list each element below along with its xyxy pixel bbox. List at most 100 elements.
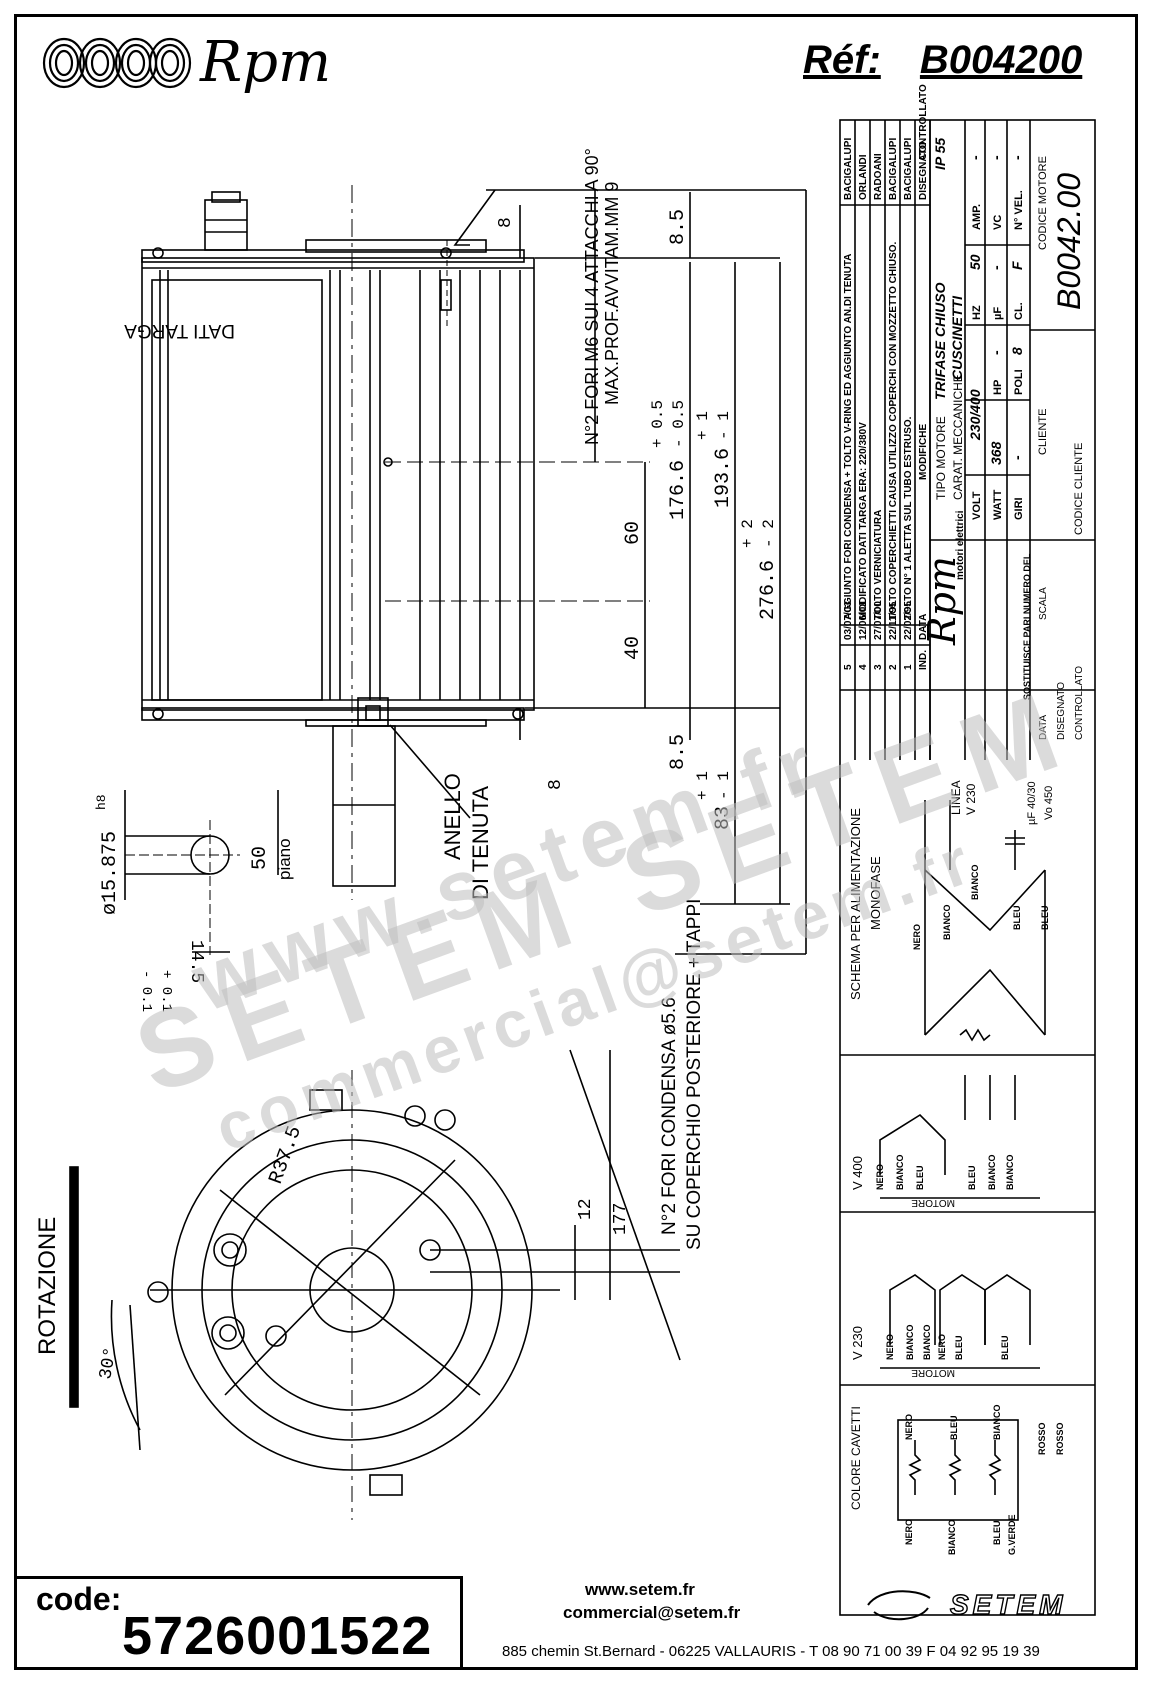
drawing-frame bbox=[14, 14, 1138, 1670]
cav-bleu-top: BLEU bbox=[949, 1416, 959, 1441]
dim-276: 276.6 bbox=[757, 560, 780, 620]
rev-3-by: RADOANI bbox=[873, 153, 884, 200]
rev-3-text: TOLTO VERNICIATURA bbox=[873, 510, 884, 620]
tb-tipo-value: TRIFASE CHIUSO bbox=[932, 282, 948, 400]
tb-cl-label: CL. bbox=[1013, 302, 1025, 320]
tb-nvel-label: N° VEL. bbox=[1013, 190, 1025, 230]
tb-carat-value: CUSCINETTI bbox=[949, 295, 965, 380]
label-coperchio: SU COPERCHIO POSTERIORE + TAPPI bbox=[684, 899, 705, 1250]
star-bianco: BIANCO bbox=[895, 1155, 905, 1191]
mono-nero: NERO bbox=[912, 924, 922, 950]
tb-codice-motore-label: CODICE MOTORE bbox=[1037, 156, 1049, 250]
rev-4-text: MODIFICATO DATI TARGA ERA: 220/380V bbox=[858, 422, 869, 620]
rev-5-date: 03/07/03 bbox=[843, 601, 854, 640]
dim-14-5-tol-plus: + 0.1 bbox=[158, 970, 174, 1012]
star-bianco-2: BIANCO bbox=[987, 1155, 997, 1191]
rev-2-n: 2 bbox=[888, 664, 899, 670]
shaft bbox=[332, 725, 396, 887]
dim-50: 50 bbox=[249, 846, 272, 870]
tb-disegnato: DISEGNATO bbox=[1056, 682, 1067, 740]
col-modifiche: MODIFICHE bbox=[918, 424, 929, 480]
setem-logo: SETEM bbox=[867, 1588, 1066, 1621]
label-fori-m6: N°2 FORI M6 SUI 4 ATTACCHI A 90° bbox=[582, 148, 602, 445]
rev-4-date: 12/06/01 bbox=[858, 601, 869, 640]
cav-bianco: BIANCO bbox=[947, 1520, 957, 1556]
dim-83-tol: - 1 bbox=[715, 771, 733, 800]
dim-193: 193.6 bbox=[712, 448, 735, 508]
cav-nero: NERO bbox=[904, 1519, 914, 1545]
tb-uf-value: - bbox=[988, 265, 1004, 270]
label-rotazione: ROTAZIONE bbox=[34, 1217, 61, 1355]
wiring-mono-title: SCHEMA PER ALIMENTAZIONE bbox=[848, 808, 863, 1000]
mono-bianco-2: BIANCO bbox=[970, 865, 980, 901]
tb-poli-label: POLI bbox=[1013, 369, 1025, 395]
tb-poli-value: 8 bbox=[1009, 347, 1025, 355]
setem-swoosh-icon bbox=[867, 1590, 931, 1606]
label-dati-targa: DATI TARGA bbox=[124, 320, 235, 341]
dim-30-deg: 30° bbox=[96, 1346, 121, 1381]
tb-codice-motore-value: B0042.00 bbox=[1051, 173, 1087, 310]
label-max-prof: MAX.PROF.AVVITAM.MM 9 bbox=[602, 182, 622, 405]
delta-bianco: BIANCO bbox=[905, 1325, 915, 1361]
footer-email[interactable]: commercial@setem.fr bbox=[563, 1603, 741, 1622]
label-di-tenuta: DI TENUTA bbox=[468, 786, 493, 900]
tb-tipo-label: TIPO MOTORE bbox=[934, 416, 948, 500]
dim-8-bottom: 8 bbox=[546, 779, 566, 790]
wiring-motore-delta: MOTORE bbox=[911, 1367, 955, 1378]
cav-bleu: BLEU bbox=[992, 1521, 1002, 1546]
wiring-colore-cavetti: COLORE CAVETTI bbox=[849, 1406, 863, 1510]
footer-address: 885 chemin St.Bernard - 06225 VALLAURIS … bbox=[502, 1643, 1040, 1660]
dim-14-5: 14.5 bbox=[186, 940, 206, 983]
setem-text: SETEM bbox=[950, 1589, 1066, 1620]
tb-scala: SCALA bbox=[1038, 587, 1049, 620]
star-bleu: BLEU bbox=[915, 1166, 925, 1191]
tb-hp-label: HP bbox=[992, 380, 1004, 395]
tb-watt-label: WATT bbox=[992, 489, 1004, 520]
tb-data: DATA bbox=[1038, 714, 1049, 740]
tb-giri-label: GIRI bbox=[1013, 497, 1025, 520]
wiring-uf: µF 40/30 bbox=[1026, 781, 1038, 825]
dim-193-tol-plus: + 1 bbox=[694, 411, 712, 440]
nameplate-area bbox=[151, 279, 323, 701]
title-block bbox=[839, 119, 1096, 1616]
dim-8-top: 8 bbox=[496, 217, 516, 228]
tb-giri-value: - bbox=[1009, 455, 1025, 460]
tb-carat-label: CARAT. MECCANICHE bbox=[951, 374, 965, 500]
rev-5-text: AGGIUNTO FORI CONDENSA + TOLTO V-RING ED… bbox=[843, 254, 854, 620]
delta-bianco-2: BIANCO bbox=[922, 1325, 932, 1361]
footer-website[interactable]: www.setem.fr bbox=[585, 1580, 695, 1599]
rev-1-text: TOLTO N° 1 ALETTA SUL TUBO ESTRUSO. bbox=[903, 416, 914, 620]
dim-40: 40 bbox=[622, 636, 645, 660]
rev-4-by: ORLANDI bbox=[858, 154, 869, 200]
wiring-motore-star: MOTORE bbox=[911, 1197, 955, 1208]
delta-nero-2: NERO bbox=[937, 1334, 947, 1360]
rev-5-by: BACIGALUPI bbox=[843, 138, 854, 200]
col-disegnato: DISEGNATO bbox=[918, 141, 929, 200]
rpm-logo: Rpm bbox=[42, 28, 372, 103]
cav-nero-top: NERO bbox=[904, 1414, 914, 1440]
col-controllato: CONTROLLATO bbox=[918, 84, 929, 160]
tb-vc-label: VC bbox=[992, 215, 1004, 230]
dim-176: 176.6 bbox=[667, 460, 690, 520]
wiring-vo: Vo 450 bbox=[1043, 786, 1055, 820]
mono-bleu-2: BLEU bbox=[1040, 906, 1050, 931]
rev-4-n: 4 bbox=[858, 664, 869, 670]
dim-shaft-fit: h8 bbox=[94, 794, 109, 810]
dim-276-tol: - 2 bbox=[760, 519, 778, 548]
rev-1-n: 1 bbox=[903, 664, 914, 670]
delta-bleu: BLEU bbox=[954, 1336, 964, 1361]
star-bleu-2: BLEU bbox=[967, 1166, 977, 1191]
tb-hp-value: - bbox=[988, 350, 1004, 355]
col-ind: IND. bbox=[918, 650, 929, 670]
rev-1-date: 22/02/95 bbox=[903, 601, 914, 640]
cav-gverde: G.VERDE bbox=[1007, 1514, 1017, 1555]
motor-body-outline bbox=[141, 257, 535, 711]
dim-176-tol-plus: + 0.5 bbox=[649, 400, 667, 448]
code-value: 5726001522 bbox=[122, 1606, 433, 1666]
rev-3-date: 27/07/00 bbox=[873, 601, 884, 640]
mono-bleu-1: BLEU bbox=[1012, 906, 1022, 931]
star-nero: NERO bbox=[875, 1164, 885, 1190]
tb-brand-sub: motori elettrici bbox=[955, 510, 966, 580]
dim-193-tol: - 1 bbox=[715, 411, 733, 440]
